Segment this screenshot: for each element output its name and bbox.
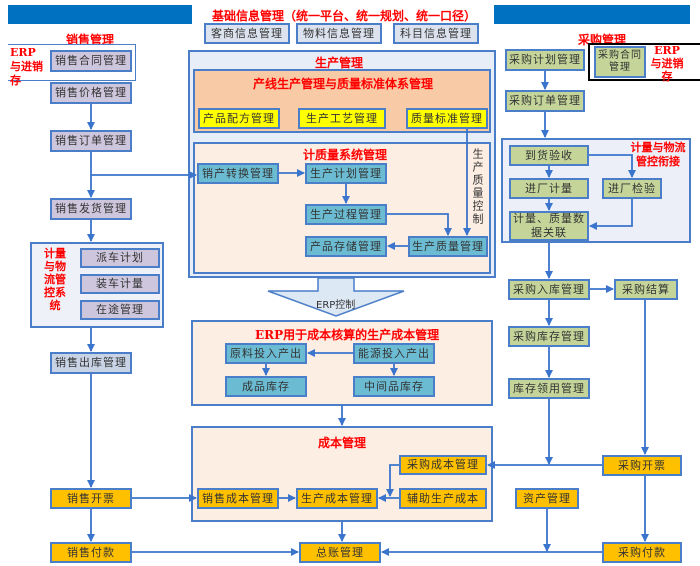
erp-control-arrow-icon	[267, 278, 405, 317]
quality-control-label: 生产质量控制	[471, 148, 484, 226]
line-quality-title: 产线生产管理与质量标准体系管理	[253, 77, 434, 91]
header-item-customer[interactable]: 客商信息管理	[204, 23, 290, 44]
weigh-quality-link[interactable]: 计量、质量数据关联	[509, 211, 589, 241]
sales-payment[interactable]: 销售付款	[50, 542, 132, 563]
wip-stock[interactable]: 中间品库存	[353, 376, 435, 397]
sales-logistics-title: 计量与物流管控系统	[44, 247, 66, 312]
purchase-plan[interactable]: 采购计划管理	[505, 49, 585, 71]
purchase-settlement[interactable]: 采购结算	[614, 279, 678, 300]
logistics-dispatch-plan[interactable]: 派车计划	[80, 248, 160, 268]
header-item-material[interactable]: 物料信息管理	[296, 23, 382, 44]
product-storage[interactable]: 产品存储管理	[305, 236, 387, 257]
aux-production-cost[interactable]: 辅助生产成本	[399, 488, 487, 509]
production-quality[interactable]: 生产质量管理	[408, 236, 488, 257]
sales-invoice[interactable]: 销售开票	[50, 488, 132, 509]
cost-title: 成本管理	[318, 436, 367, 450]
purchase-invoice[interactable]: 采购开票	[602, 455, 682, 476]
energy-io[interactable]: 能源投入产出	[353, 343, 435, 364]
sales-outbound[interactable]: 销售出库管理	[50, 352, 132, 374]
asset-management[interactable]: 资产管理	[515, 488, 579, 509]
sales-order[interactable]: 销售订单管理	[50, 130, 132, 152]
purchase-payment[interactable]: 采购付款	[602, 542, 682, 563]
production-process[interactable]: 生产过程管理	[305, 204, 387, 225]
header-bar-left	[8, 5, 192, 24]
erp-control-label: ERP控制	[316, 300, 356, 311]
quality-system-title: 计质量系统管理	[303, 148, 388, 162]
purchase-inbound[interactable]: 采购入库管理	[508, 279, 590, 300]
purchase-contract[interactable]: 采购合同管理	[594, 46, 646, 78]
general-ledger[interactable]: 总账管理	[299, 542, 381, 563]
arrival-inspection[interactable]: 到货验收	[509, 145, 589, 166]
purchase-cost[interactable]: 采购成本管理	[399, 455, 487, 475]
purchase-logistics-title: 计量与物流管控衔接	[630, 141, 686, 168]
header-bar-right	[494, 5, 690, 24]
inbound-quality-check[interactable]: 进厂检验	[602, 178, 662, 199]
sales-price[interactable]: 销售价格管理	[50, 82, 132, 104]
sales-contract[interactable]: 销售合同管理	[50, 50, 132, 72]
raw-material-io[interactable]: 原料投入产出	[225, 343, 307, 364]
production-process-craft[interactable]: 生产工艺管理	[298, 108, 386, 129]
logistics-loading-weigh[interactable]: 装车计量	[80, 274, 160, 294]
product-formula[interactable]: 产品配方管理	[198, 108, 280, 129]
inbound-weigh[interactable]: 进厂计量	[509, 178, 589, 199]
logistics-in-transit[interactable]: 在途管理	[80, 300, 160, 320]
sales-erp-label: ERP与进销存	[10, 46, 43, 87]
purchase-stock[interactable]: 采购库存管理	[508, 326, 590, 347]
purchase-order[interactable]: 采购订单管理	[505, 90, 585, 112]
sales-delivery[interactable]: 销售发货管理	[50, 198, 132, 220]
header-title: 基础信息管理（统一平台、统一规划、统一口径）	[212, 9, 477, 23]
production-cost[interactable]: 生产成本管理	[296, 488, 378, 509]
header-item-account[interactable]: 科目信息管理	[393, 23, 479, 44]
sales-title: 销售管理	[66, 33, 115, 47]
sales-production-conversion[interactable]: 销产转换管理	[197, 163, 279, 184]
cost-calc-title: ERP用于成本核算的生产成本管理	[255, 328, 440, 342]
stock-requisition[interactable]: 库存领用管理	[508, 378, 590, 399]
finished-stock[interactable]: 成品库存	[225, 376, 307, 397]
quality-standard[interactable]: 质量标准管理	[406, 108, 488, 129]
production-title: 生产管理	[315, 56, 364, 70]
production-plan[interactable]: 生产计划管理	[305, 163, 387, 184]
purchase-erp-label: ERP与进销存	[650, 44, 684, 83]
sales-cost[interactable]: 销售成本管理	[197, 488, 279, 509]
